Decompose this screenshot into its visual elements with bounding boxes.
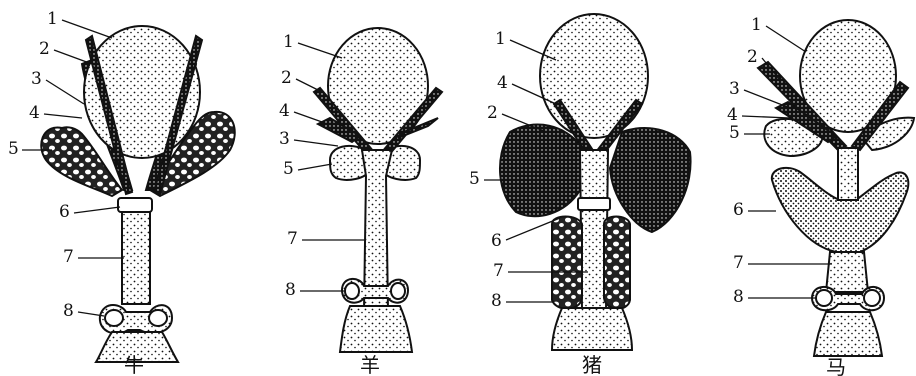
horse-gland-l	[816, 290, 832, 306]
cattle-label-4: 4	[29, 103, 40, 123]
cattle-label-5: 5	[8, 139, 19, 159]
cattle-label-2: 2	[39, 39, 50, 59]
cattle-gland-ring-l	[105, 310, 123, 326]
pig-prostate	[578, 198, 610, 210]
panel-pig: 1 4 2 5 6 7 8 猪	[469, 14, 691, 376]
sheep-label-2: 2	[281, 68, 292, 88]
panel-horse: 1 2 3 4 5 6 7 8 马	[727, 15, 914, 376]
sheep-label-3: 3	[279, 129, 290, 149]
sheep-label-8: 8	[285, 280, 296, 300]
cattle-label-3: 3	[31, 69, 42, 89]
panel-sheep: 1 2 4 3 5 7 8 羊	[279, 28, 442, 376]
cattle-label-1: 1	[47, 9, 58, 29]
sheep-gland-l	[345, 283, 359, 299]
pig-label-6: 6	[491, 231, 502, 251]
horse-gland-r	[864, 290, 880, 306]
horse-penis-root	[814, 312, 882, 356]
cattle-gland-ring-r	[149, 310, 167, 326]
cattle-caption: 牛	[124, 353, 144, 376]
pig-label-8: 8	[491, 291, 502, 311]
horse-label-7: 7	[733, 253, 744, 273]
horse-label-5: 5	[729, 123, 740, 143]
cattle-urethra	[122, 212, 150, 304]
panel-cattle: 1 2 3 4 5 6 7 8 牛	[8, 9, 235, 376]
pig-bulbourethral-left	[552, 217, 582, 309]
sheep-label-4: 4	[279, 101, 290, 121]
horse-label-6: 6	[733, 200, 744, 220]
horse-caption: 马	[826, 355, 846, 376]
pig-caption: 猪	[582, 353, 602, 376]
horse-label-4: 4	[727, 105, 738, 125]
horse-label-8: 8	[733, 287, 744, 307]
sheep-gland-r	[391, 283, 405, 299]
pig-label-7: 7	[493, 261, 504, 281]
sheep-caption: 羊	[360, 353, 380, 376]
pig-bulbourethral-right	[604, 217, 630, 309]
cattle-label-6: 6	[59, 202, 70, 222]
horse-label-1: 1	[751, 15, 762, 35]
pig-label-5: 5	[469, 169, 480, 189]
horse-urethra-lower	[826, 252, 868, 292]
cattle-label-8: 8	[63, 301, 74, 321]
pig-penis-root	[552, 308, 632, 350]
sheep-label-1: 1	[283, 32, 294, 52]
cattle-label-7: 7	[63, 247, 74, 267]
sheep-penis-root	[340, 306, 412, 352]
sheep-label-5: 5	[283, 159, 294, 179]
horse-urethra	[838, 148, 858, 200]
horse-label-2: 2	[747, 47, 758, 67]
pig-bladder	[540, 14, 648, 138]
sheep-label-7: 7	[287, 229, 298, 249]
pig-label-4: 4	[497, 73, 508, 93]
cattle-prostate	[118, 198, 152, 212]
pig-label-1: 1	[495, 29, 506, 49]
pig-seminal-vesicle-left	[500, 125, 582, 217]
horse-label-3: 3	[729, 79, 740, 99]
pig-label-2: 2	[487, 103, 498, 123]
